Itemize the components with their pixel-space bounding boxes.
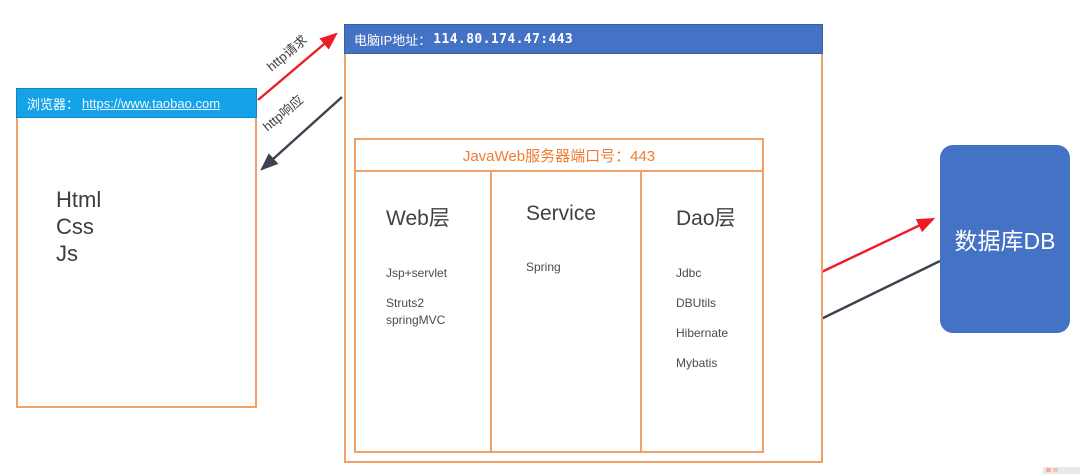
column-web-title: Web层: [386, 207, 450, 230]
dao-item-hibernate: Hibernate: [676, 326, 729, 340]
browser-title: 浏览器：: [27, 96, 80, 112]
browser-url-link[interactable]: https://www.taobao.com: [82, 95, 221, 111]
http-response-label: http响应: [259, 92, 307, 135]
layer-columns: Web层 Jsp+servlet Struts2 springMVC Servi…: [356, 172, 762, 451]
column-web-layer: Web层 Jsp+servlet Struts2 springMVC: [356, 172, 492, 451]
javaweb-port-title: JavaWeb服务器端口号：443: [356, 140, 762, 172]
http-request-label: http请求: [263, 32, 311, 75]
column-service-layer: Service Spring: [492, 172, 642, 451]
dao-item-jdbc: Jdbc: [676, 266, 702, 280]
watermark-mark2-icon: [1053, 468, 1058, 472]
web-item-springmvc: springMVC: [386, 313, 446, 327]
dao-item-dbutils: DBUtils: [676, 296, 717, 310]
browser-tech-css: Css: [56, 214, 94, 239]
watermark-mark-icon: [1046, 468, 1051, 472]
browser-header: 浏览器： https://www.taobao.com: [16, 88, 257, 118]
database-box: 数据库DB: [940, 145, 1070, 333]
server-box: 电脑IP地址： 114.80.174.47:443 JavaWeb服务器端口号：…: [344, 24, 823, 463]
column-service-title: Service: [526, 202, 597, 225]
database-label: 数据库DB: [954, 228, 1056, 254]
web-item-jsp-servlet: Jsp+servlet: [386, 266, 448, 280]
service-item-spring: Spring: [526, 260, 561, 274]
watermark-fragment: [1043, 467, 1080, 474]
browser-tech-html: Html: [56, 187, 102, 212]
web-item-struts2: Struts2: [386, 296, 425, 310]
server-ip-value: 114.80.174.47:443: [433, 31, 574, 47]
column-dao-title: Dao层: [676, 207, 736, 230]
column-dao-layer: Dao层 Jdbc DBUtils Hibernate Mybatis: [642, 172, 762, 451]
browser-box: 浏览器： https://www.taobao.com Html Css Js: [16, 88, 257, 408]
dao-item-mybatis: Mybatis: [676, 356, 718, 370]
browser-tech-js: Js: [56, 241, 78, 266]
browser-body: Html Css Js: [56, 186, 101, 267]
server-ip-label: 电脑IP地址：: [354, 32, 432, 48]
server-ip-header: 电脑IP地址： 114.80.174.47:443: [344, 24, 823, 54]
javaweb-box: JavaWeb服务器端口号：443 Web层 Jsp+servlet Strut…: [354, 138, 764, 453]
